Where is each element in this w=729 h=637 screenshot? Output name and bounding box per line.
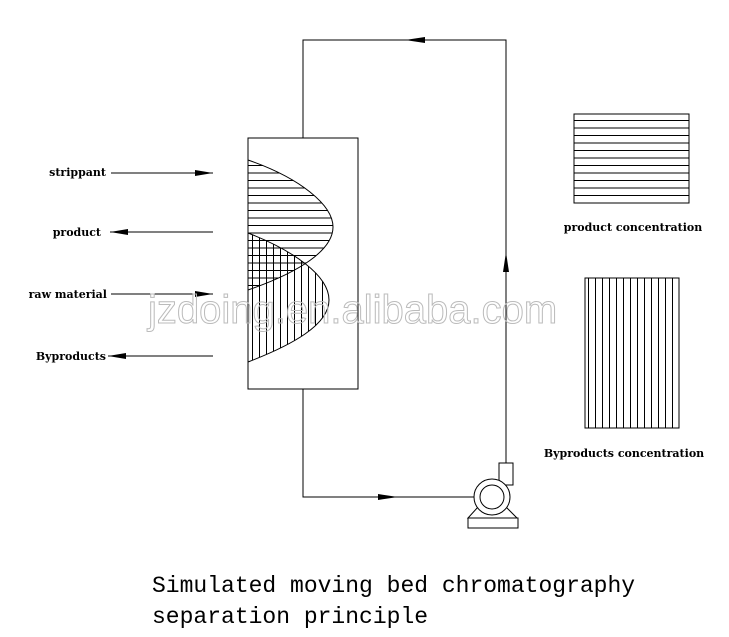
arrow-left-icon [405, 37, 425, 43]
stream-byproducts: Byproducts [36, 350, 213, 363]
recycle-loop [302, 39, 507, 498]
product-concentration-label: product concentration [564, 221, 702, 234]
stream-product: product [53, 226, 213, 239]
title-line-2: separation principle [152, 604, 428, 630]
watermark: jzdoing.en.alibaba.com [147, 288, 557, 332]
legend-byproducts: Byproducts concentration [544, 277, 704, 460]
arrow-right-icon [378, 494, 398, 500]
stream-strippant: strippant [49, 166, 213, 179]
byproducts-band [247, 232, 330, 363]
product-label: product [53, 226, 102, 239]
arrow-left-icon [110, 229, 128, 235]
legend-product: product concentration [564, 113, 702, 234]
raw-material-label: raw material [29, 288, 107, 301]
pump-icon [466, 462, 519, 529]
byproducts-label: Byproducts [36, 350, 106, 363]
title-line-1: Simulated moving bed chromatography [152, 573, 635, 599]
arrow-right-icon [195, 170, 213, 176]
strippant-label: strippant [49, 166, 107, 179]
stream-raw-material: raw material [29, 288, 213, 301]
arrow-right-icon [195, 291, 213, 297]
arrow-up-icon [503, 252, 509, 272]
chromatography-column [247, 137, 359, 390]
byproducts-concentration-label: Byproducts concentration [544, 447, 704, 460]
arrow-left-icon [108, 353, 126, 359]
